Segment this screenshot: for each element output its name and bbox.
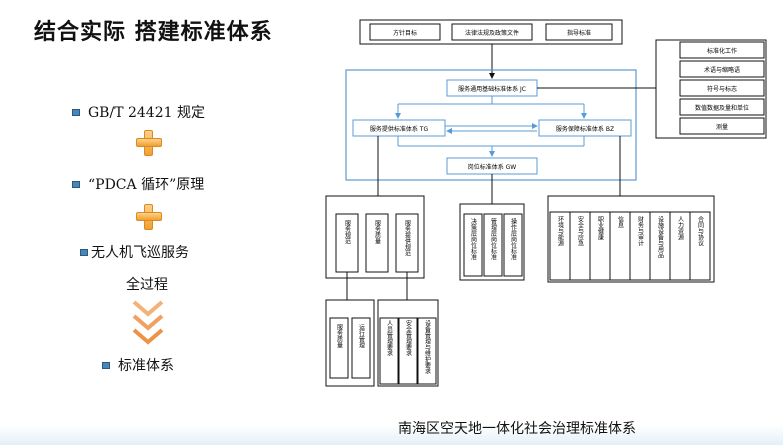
support-child-box — [689, 211, 711, 281]
provide-sub-box — [379, 317, 399, 385]
provide-sub-box — [329, 317, 349, 379]
slide-title: 结合实际 搭建标准体系 — [34, 20, 273, 45]
top-box-label: 指导标准 — [567, 29, 591, 37]
provide-sub-label: 服务质量 — [336, 324, 343, 349]
side-box — [679, 60, 765, 78]
provide-sub-box — [417, 317, 437, 385]
flow-item-label: 全过程 — [126, 277, 168, 293]
provide-sub-label: 设备管理与维护要求 — [424, 319, 431, 374]
provide-sub-box — [398, 317, 418, 385]
support-child-label: 环境与能源 — [557, 216, 564, 247]
flow-item-label: GB/T 24421 规定 — [88, 105, 205, 121]
flow-item-uav: 无人机飞巡服务 — [80, 242, 189, 262]
flow-item-system: 标准体系 — [102, 355, 174, 375]
support-child-label: 财务与审计 — [637, 215, 644, 247]
bottom-gradient-band — [0, 425, 783, 445]
support-child-label: 人力资源 — [677, 216, 684, 241]
provide-child-label: 服务提供规范 — [404, 220, 411, 257]
provide-child-box — [365, 213, 389, 273]
provide-label: 服务提供标准体系 TG — [370, 125, 429, 133]
plus-icon — [136, 130, 162, 156]
middle-child-box — [463, 213, 483, 277]
plus-icon — [136, 204, 162, 230]
flow-item-label: 无人机飞巡服务 — [91, 245, 189, 261]
flow-item-label: “PDCA 循环”原理 — [88, 177, 205, 193]
provide-sub-label: 安全管理要求 — [405, 319, 412, 356]
top-box — [369, 23, 441, 41]
top-box — [545, 23, 613, 41]
side-box-label: 符号与标志 — [707, 85, 737, 93]
side-box-label: 数值数据及量和单位 — [695, 104, 749, 112]
provide-children-frame — [325, 195, 425, 279]
support-label: 服务保障标准体系 BZ — [556, 125, 614, 133]
support-child-label: 信息 — [617, 215, 624, 228]
flow-item-standard: GB/T 24421 规定 — [72, 102, 205, 122]
middle-children-frame — [459, 203, 525, 281]
bullet-icon — [72, 180, 80, 188]
support-child-label: 职业健康 — [597, 216, 604, 240]
top-box — [451, 23, 533, 41]
flow-item-pdca: “PDCA 循环”原理 — [72, 174, 204, 194]
middle-child-box — [503, 213, 523, 277]
top-box-label: 法律法规及政策文件 — [465, 29, 519, 37]
provide-sub-frame — [325, 299, 375, 387]
side-box — [679, 117, 765, 135]
side-box-label: 标准化工作 — [707, 47, 737, 55]
system-frame — [345, 69, 637, 181]
support-child-label: 设施设备与用品 — [657, 215, 664, 259]
provide-box — [352, 119, 446, 137]
top-box-label: 方针目标 — [393, 29, 417, 37]
support-children: 环境与能源 安全与应急 职业健康 信息 财务与审计 设施设备与用品 人力资源 合… — [549, 211, 711, 281]
side-box-label: 测量 — [716, 123, 728, 131]
provide-child-label: 服务质量 — [374, 220, 381, 245]
side-box — [679, 79, 765, 97]
flow-item-label: 标准体系 — [118, 358, 174, 374]
provide-child-label: 服务规范 — [344, 220, 351, 245]
post-label: 岗位标准体系 GW — [468, 163, 517, 171]
flow-item-process: 全过程 — [126, 274, 168, 294]
support-child-label: 安全与应急 — [577, 215, 584, 246]
middle-child-label: 管理层岗位标准 — [490, 217, 497, 261]
provide-sub-label: 运行管理 — [358, 323, 365, 348]
side-box — [679, 41, 765, 59]
middle-child-label: 操作层岗位标准 — [510, 217, 517, 261]
bullet-icon — [72, 108, 80, 116]
support-box — [538, 119, 632, 137]
top-group-frame — [359, 19, 623, 45]
provide-sub-label: 人员管理要求 — [386, 320, 393, 356]
side-box — [679, 98, 765, 116]
bullet-icon — [102, 361, 110, 369]
side-group-frame — [655, 39, 767, 139]
middle-child-box — [483, 213, 503, 277]
diagram-caption: 南海区空天地一体化社会治理标准体系 — [398, 421, 636, 437]
middle-child-label: 决策层岗位标准 — [470, 217, 477, 261]
provide-sub-frame — [377, 299, 439, 387]
chevron-down-icon — [132, 300, 164, 345]
bullet-icon — [80, 248, 88, 256]
side-box-label: 术语与缩略语 — [704, 66, 740, 74]
support-children-frame — [547, 195, 715, 283]
provide-sub-box — [351, 317, 371, 379]
support-child-label: 合同与协议 — [697, 215, 704, 247]
core-label: 服务通用基础标准体系 JC — [458, 85, 526, 93]
